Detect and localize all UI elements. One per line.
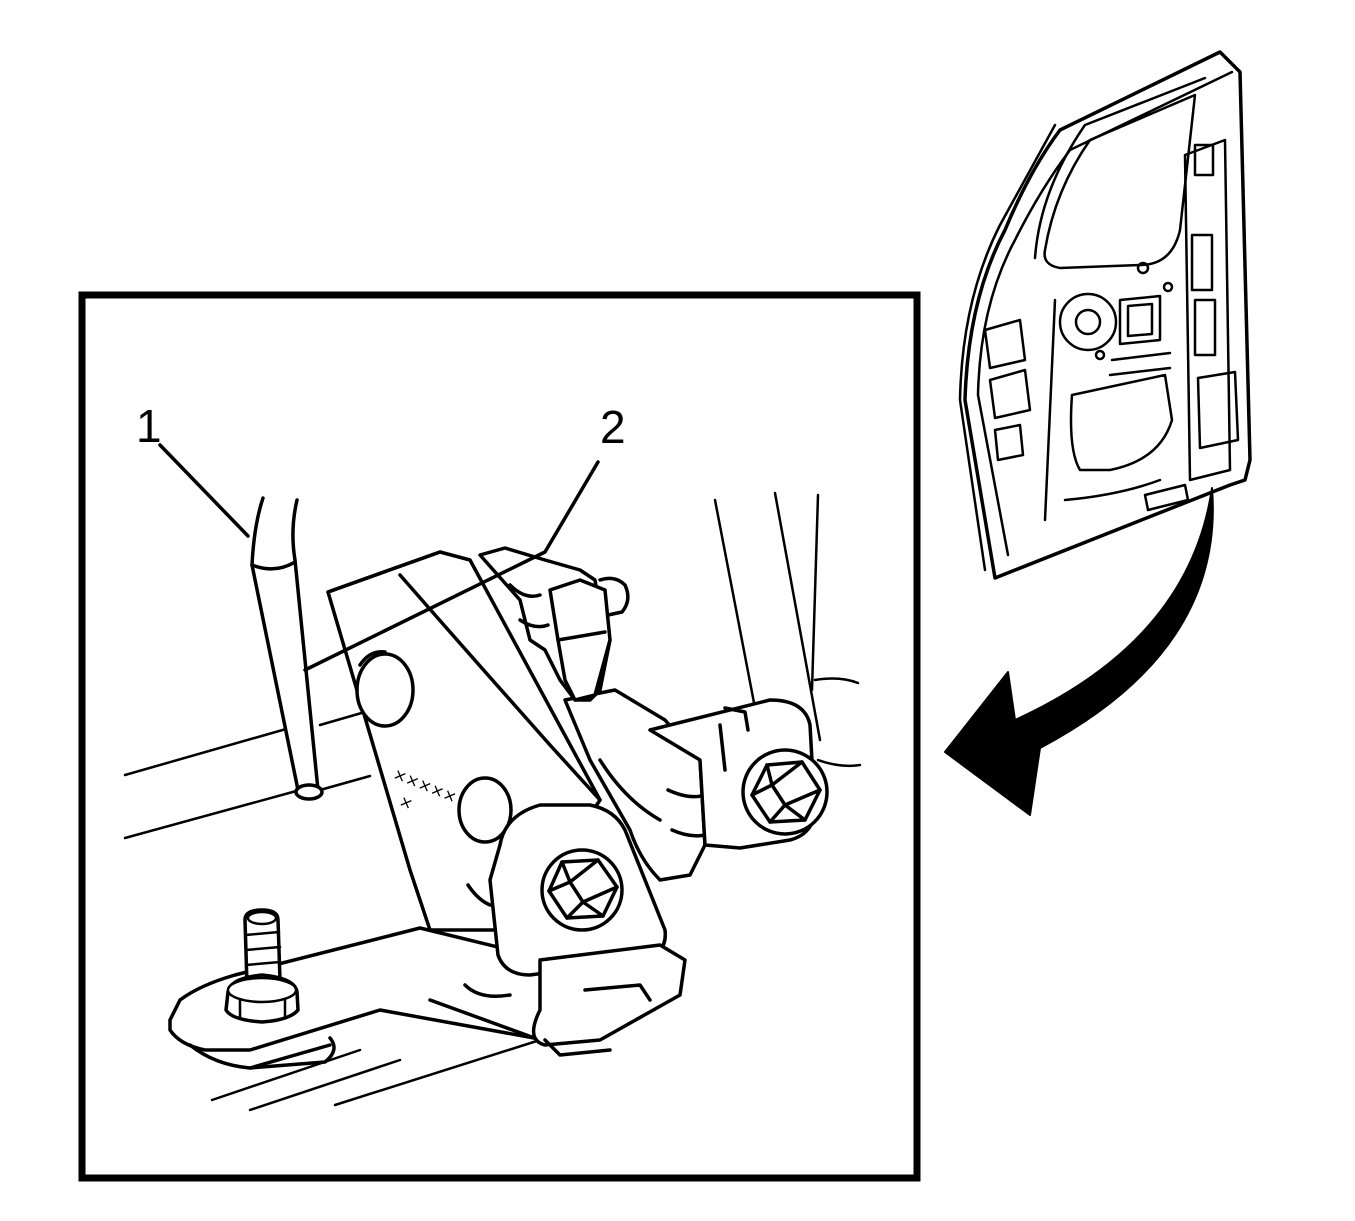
pointer-arrow — [944, 487, 1214, 816]
hinge-bolt-upper — [741, 748, 829, 836]
item-1-rod — [250, 496, 324, 801]
inset-frame — [78, 291, 921, 1182]
callout-1: 1 — [136, 400, 162, 452]
hinge-bolt-lower — [540, 848, 624, 932]
callout-2: 2 — [600, 401, 626, 453]
door-locator-view — [958, 50, 1252, 580]
detail-inset: ××××× × — [78, 291, 921, 1182]
part-marking-row-2: × — [397, 791, 417, 814]
leader-line-2 — [303, 460, 600, 672]
item-2-retainer — [478, 546, 630, 702]
threaded-stud — [224, 908, 300, 1024]
leader-line-1 — [158, 443, 250, 538]
